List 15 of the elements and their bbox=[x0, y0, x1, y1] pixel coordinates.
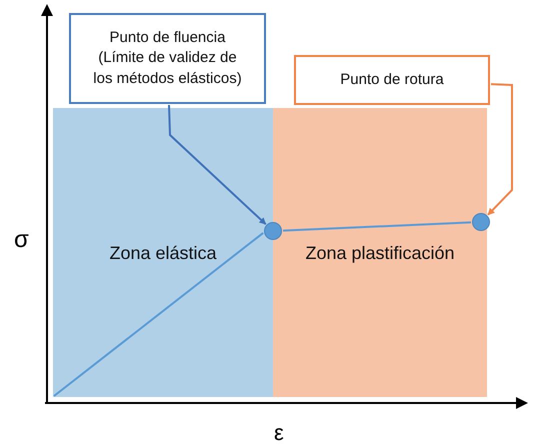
axis-label: ε bbox=[274, 420, 284, 446]
callout-box bbox=[294, 55, 490, 105]
axis-label: σ bbox=[14, 226, 29, 254]
zone-band bbox=[273, 108, 487, 397]
callout-text: Punto de fluencia (Límite de validez de los métodos elásticos) bbox=[92, 28, 243, 89]
callout-box bbox=[69, 13, 266, 104]
point-marker bbox=[472, 213, 490, 231]
zone-label: Zona plastificación bbox=[304, 242, 456, 265]
zone-label: Zona elástica bbox=[108, 242, 218, 265]
zone-band bbox=[53, 108, 273, 397]
callout-text: Punto de rotura bbox=[340, 70, 444, 90]
curve-line bbox=[53, 232, 264, 397]
curve-line bbox=[282, 221, 472, 232]
leader-arrow bbox=[487, 83, 513, 216]
leader-arrow bbox=[168, 104, 266, 225]
